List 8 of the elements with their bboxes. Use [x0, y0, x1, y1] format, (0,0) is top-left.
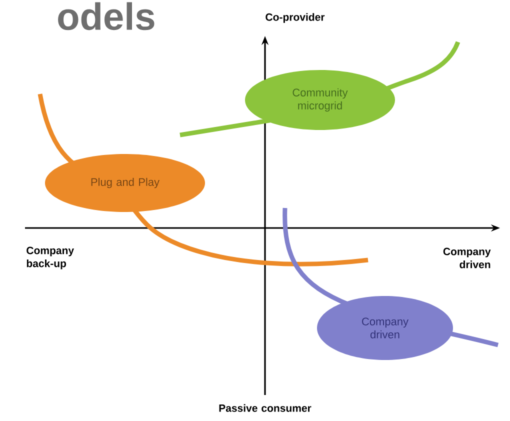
axis-label: Co-provider	[266, 13, 325, 23]
axis-label: Company driven	[443, 248, 491, 268]
ellipse-node: Community microgrid	[245, 70, 395, 130]
ellipse-node: Plug and Play	[45, 154, 205, 212]
ellipse-node: Company driven	[317, 296, 453, 360]
axis-label: Company back-up	[26, 246, 74, 270]
title: odels	[58, 2, 154, 30]
axis-label: Passive consumer	[219, 404, 312, 412]
